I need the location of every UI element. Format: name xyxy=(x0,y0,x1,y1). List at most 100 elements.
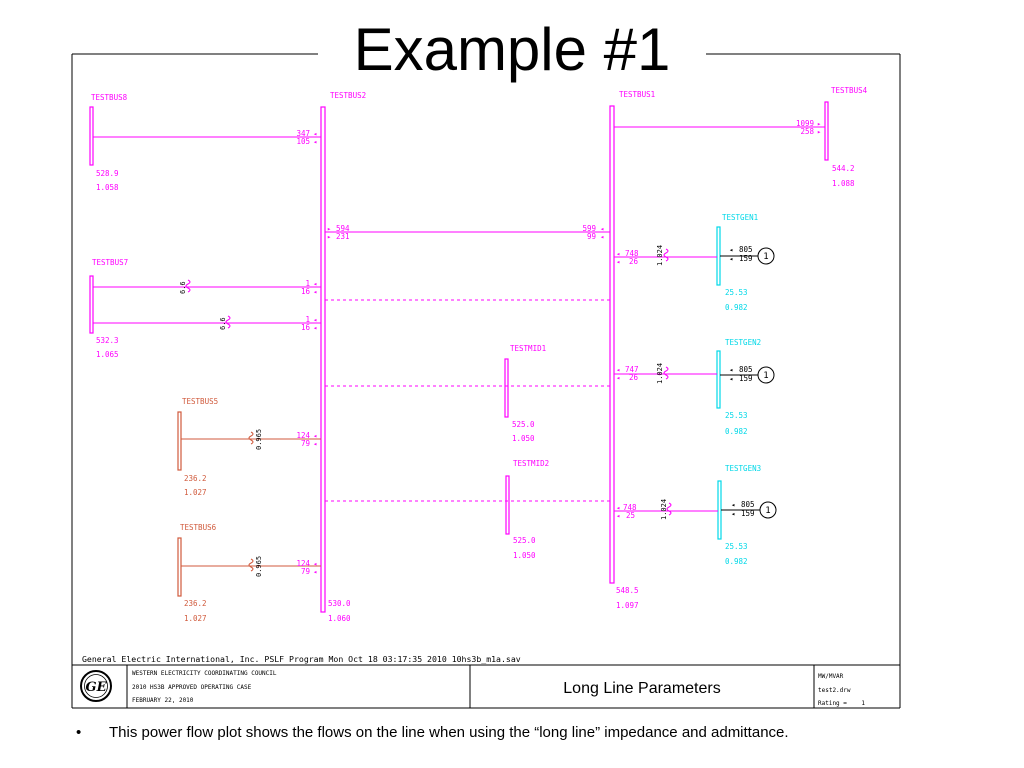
arrow-icon: ◂ xyxy=(313,288,317,296)
arrow-icon: ◂ xyxy=(313,138,317,146)
bus-bar-testmid1 xyxy=(504,358,509,418)
arrow-icon: ◂ xyxy=(313,324,317,332)
transformer-g3-icon xyxy=(666,502,672,516)
flow-arrows: ◂ ◂ ▸ ▸ ▸ ▸ ◂ ◂ ◂ ◂ ◂ ◂ ◂ ◂ ◂ ◂ ◂ ◂ ◂ ◂ … xyxy=(313,120,821,576)
program-line: General Electric International, Inc. PSL… xyxy=(82,654,521,664)
ge-logo-text: GE xyxy=(85,680,107,695)
ratio-b6: 0.965 xyxy=(255,556,263,577)
bus-name-testbus5: TESTBUS5 xyxy=(182,397,218,406)
flow-mw: 1 xyxy=(305,315,310,324)
arrow-icon: ◂ xyxy=(616,366,620,374)
flow-mvar: 99 xyxy=(587,232,596,241)
bus-kv-testbus5: 236.2 xyxy=(184,474,207,483)
flow-mw: 805 xyxy=(739,245,753,254)
bus-bar-testgen1 xyxy=(716,226,721,286)
transformer-g2-icon xyxy=(663,366,669,380)
arrow-icon: ◂ xyxy=(313,560,317,568)
footer-line-2: 2010 HS3B APPROVED OPERATING CASE xyxy=(132,684,252,691)
flow-mvar: 26 xyxy=(629,257,639,266)
flow-mw: 1 xyxy=(305,279,310,288)
flow-mw: 748 xyxy=(623,503,637,512)
arrow-icon: ◂ xyxy=(616,258,620,266)
transformer-b5-icon xyxy=(248,431,254,445)
flow-mw: 124 xyxy=(296,431,310,440)
ratio-b5: 0.965 xyxy=(255,429,263,450)
bus-name-testbus4: TESTBUS4 xyxy=(831,86,868,95)
bus-name-testmid1: TESTMID1 xyxy=(510,344,546,353)
flow-mw: 599 xyxy=(582,224,596,233)
flow-mw: 747 xyxy=(625,365,639,374)
bus-name-testmid2: TESTMID2 xyxy=(513,459,549,468)
flow-mvar: 16 xyxy=(301,287,311,296)
bus-pu-testbus1: 1.097 xyxy=(616,601,639,610)
slide-title: Example #1 xyxy=(353,16,671,83)
bus-name-testgen2: TESTGEN2 xyxy=(725,338,761,347)
transformer-b6-icon xyxy=(248,558,254,572)
arrow-icon: ◂ xyxy=(616,512,620,520)
flow-mvar: 25 xyxy=(626,511,635,520)
footer-right-1: MW/MVAR xyxy=(818,673,844,680)
bus-pu-testgen2: 0.982 xyxy=(725,427,748,436)
bus-name-testbus1: TESTBUS1 xyxy=(619,90,655,99)
bus-bar-testgen2 xyxy=(716,350,721,409)
bus-name-testgen1: TESTGEN1 xyxy=(722,213,758,222)
bus-kv-testbus4: 544.2 xyxy=(832,164,855,173)
footer-right-2: test2.drw xyxy=(818,687,851,694)
ratio-g1: 1.024 xyxy=(656,245,664,266)
arrow-icon: ▸ xyxy=(327,233,331,241)
bus-bar-testbus7 xyxy=(89,275,94,334)
flow-mvar: 258 xyxy=(800,127,814,136)
bus-pu-testgen1: 0.982 xyxy=(725,303,748,312)
bus-name-testbus6: TESTBUS6 xyxy=(180,523,217,532)
arrow-icon: ◂ xyxy=(616,250,620,258)
bus-bar-testgen3 xyxy=(717,480,722,540)
bus-bars xyxy=(89,101,829,613)
bus-bar-testbus8 xyxy=(89,106,94,166)
arrow-icon: ◂ xyxy=(313,432,317,440)
flow-mw: 805 xyxy=(741,500,755,509)
footer-line-3: FEBRUARY 22, 2010 xyxy=(132,697,194,704)
ge-logo: GE xyxy=(80,670,112,702)
transformer-b7-l1-icon xyxy=(185,279,191,293)
ratio-g3: 1.024 xyxy=(660,499,668,520)
generator-3-icon xyxy=(759,501,777,519)
flow-mw: 594 xyxy=(336,224,350,233)
transformer-b7-l2-icon xyxy=(225,315,231,329)
arrow-icon: ◂ xyxy=(616,504,620,512)
flow-mvar: 79 xyxy=(301,567,310,576)
bus-bar-testbus5 xyxy=(177,411,182,471)
bus-pu-testbus2: 1.060 xyxy=(328,614,351,623)
bus-kv-testmid1: 525.0 xyxy=(512,420,535,429)
bus-name-testbus7: TESTBUS7 xyxy=(92,258,128,267)
arrow-icon: ◂ xyxy=(731,501,735,509)
arrow-icon: ◂ xyxy=(313,280,317,288)
flow-mw: 805 xyxy=(739,365,753,374)
bullet-marker: • xyxy=(76,724,82,741)
generator-2-icon xyxy=(757,366,775,384)
flow-mvar: 231 xyxy=(336,232,350,241)
flow-mvar: 159 xyxy=(741,509,755,518)
arrow-icon: ◂ xyxy=(616,374,620,382)
bus-kv-testbus6: 236.2 xyxy=(184,599,207,608)
flow-mw: 1099 xyxy=(796,119,814,128)
flow-mvar: 16 xyxy=(301,323,311,332)
bus-pu-testbus4: 1.088 xyxy=(832,179,855,188)
diagram-frame xyxy=(71,53,901,709)
arrow-icon: ▸ xyxy=(817,128,821,136)
bus-pu-testmid2: 1.050 xyxy=(513,551,536,560)
flow-mvar: 159 xyxy=(739,254,753,263)
flow-mw: 748 xyxy=(625,249,639,258)
bus-kv-testmid2: 525.0 xyxy=(513,536,536,545)
generator-1-icon xyxy=(757,247,775,265)
flow-mvar: 159 xyxy=(739,374,753,383)
bus-kv-testgen2: 25.53 xyxy=(725,411,748,420)
generator-id: 1 xyxy=(763,371,768,381)
arrow-icon: ◂ xyxy=(731,510,735,518)
ratio-b7-l2: 6.6 xyxy=(219,317,227,330)
transformer-symbols xyxy=(185,248,672,572)
arrow-icon: ◂ xyxy=(729,246,733,254)
arrow-icon: ▸ xyxy=(817,120,821,128)
footer-right-3: Rating = 1 xyxy=(818,700,865,707)
generator-id: 1 xyxy=(765,506,770,516)
